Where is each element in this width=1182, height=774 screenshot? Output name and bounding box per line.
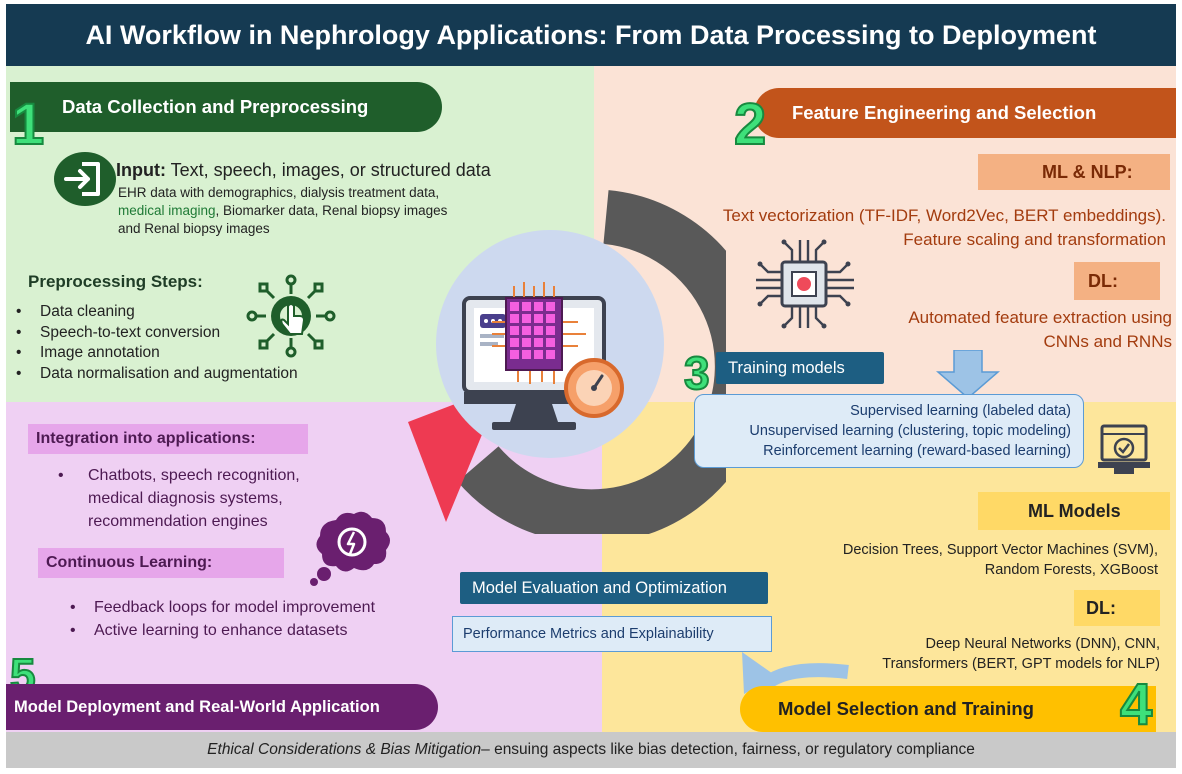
input-detail-a: EHR data with demographics, dialysis tre…	[118, 185, 440, 200]
section3-heading: Training models	[716, 352, 884, 384]
cpu-chip-icon	[754, 236, 858, 332]
list-item: Data normalisation and augmentation	[16, 364, 298, 385]
list-item: Speech-to-text conversion	[16, 323, 298, 344]
dl-line-1: Automated feature extraction using	[908, 308, 1172, 327]
list-item: Active learning to enhance datasets	[70, 619, 450, 642]
section1-heading: Data Collection and Preprocessing	[10, 82, 442, 132]
dl-models-line-1: Deep Neural Networks (DNN), CNN,	[925, 636, 1160, 652]
continuous-heading: Continuous Learning:	[38, 548, 284, 578]
section1-number: 1	[11, 92, 45, 157]
integration-list: Chatbots, speech recognition, medical di…	[58, 464, 358, 533]
input-detail-imaging: medical imaging	[118, 203, 216, 219]
dl-text: Automated feature extraction using CNNs …	[766, 306, 1172, 354]
list-item: Feedback loops for model improvement	[70, 596, 450, 619]
input-detail-b: , Biomarker data, Renal biopsy images an…	[118, 203, 448, 237]
computer-monitor-icon	[446, 272, 636, 450]
ml-nlp-line-1: Text vectorization (TF-IDF, Word2Vec, BE…	[722, 206, 1166, 225]
list-item: Supervised learning (labeled data)	[850, 403, 1071, 419]
section5-heading: Model Deployment and Real-World Applicat…	[6, 684, 438, 730]
dl-label: DL:	[1074, 262, 1160, 300]
preprocessing-heading: Preprocessing Steps:	[28, 272, 203, 291]
training-models-box: Supervised learning (labeled data) Unsup…	[694, 394, 1084, 468]
list-item: Unsupervised learning (clustering, topic…	[749, 423, 1071, 439]
footer: Ethical Considerations & Bias Mitigation…	[6, 732, 1176, 768]
input-text: Text, speech, images, or structured data	[165, 160, 491, 180]
ml-nlp-label: ML & NLP:	[978, 154, 1170, 190]
ml-nlp-text: Text vectorization (TF-IDF, Word2Vec, BE…	[566, 204, 1166, 252]
infographic: AI Workflow in Nephrology Applications: …	[6, 4, 1176, 768]
list-item: Chatbots, speech recognition, medical di…	[58, 464, 358, 533]
ml-models-text: Decision Trees, Support Vector Machines …	[746, 540, 1158, 580]
dl-line-2: CNNs and RNNs	[1043, 332, 1172, 351]
input-line: Input: Text, speech, images, or structur…	[116, 160, 586, 181]
evaluation-subtext: Performance Metrics and Explainability	[452, 616, 772, 652]
input-label: Input:	[116, 160, 166, 180]
section2-number: 2	[733, 92, 767, 157]
evaluation-heading: Model Evaluation and Optimization	[460, 572, 768, 604]
section4-heading: Model Selection and Training	[740, 686, 1156, 732]
ml-nlp-line-2: Feature scaling and transformation	[903, 230, 1166, 249]
curved-arrow-icon	[720, 630, 850, 700]
section4-number: 4	[1119, 672, 1153, 737]
ml-models-line-1: Decision Trees, Support Vector Machines …	[842, 542, 1158, 558]
list-item: Reinforcement learning (reward-based lea…	[763, 443, 1071, 459]
ml-models-label: ML Models	[978, 492, 1170, 530]
login-icon	[52, 150, 118, 208]
section3-number: 3	[683, 347, 711, 399]
dl-models-line-2: Transformers (BERT, GPT models for NLP)	[882, 656, 1160, 672]
list-item: Image annotation	[16, 343, 298, 364]
footer-text: – ensuing aspects like bias detection, f…	[481, 741, 975, 758]
gear-hand-icon	[246, 272, 336, 360]
list-item: Data cleaning	[16, 302, 298, 323]
input-detail: EHR data with demographics, dialysis tre…	[118, 184, 448, 239]
footer-emphasis: Ethical Considerations & Bias Mitigation	[207, 741, 482, 758]
brain-cloud-icon	[306, 508, 396, 588]
section2-heading: Feature Engineering and Selection	[754, 88, 1176, 138]
ml-models-line-2: Random Forests, XGBoost	[984, 562, 1158, 578]
page-title: AI Workflow in Nephrology Applications: …	[6, 4, 1176, 66]
preprocessing-list: Data cleaning Speech-to-text conversion …	[16, 302, 298, 384]
continuous-list: Feedback loops for model improvement Act…	[70, 596, 450, 642]
dl-models-label: DL:	[1074, 590, 1160, 626]
laptop-check-icon	[1096, 422, 1152, 478]
dl-models-text: Deep Neural Networks (DNN), CNN, Transfo…	[746, 634, 1160, 674]
integration-heading: Integration into applications:	[28, 424, 308, 454]
down-arrow-icon	[935, 349, 1001, 400]
